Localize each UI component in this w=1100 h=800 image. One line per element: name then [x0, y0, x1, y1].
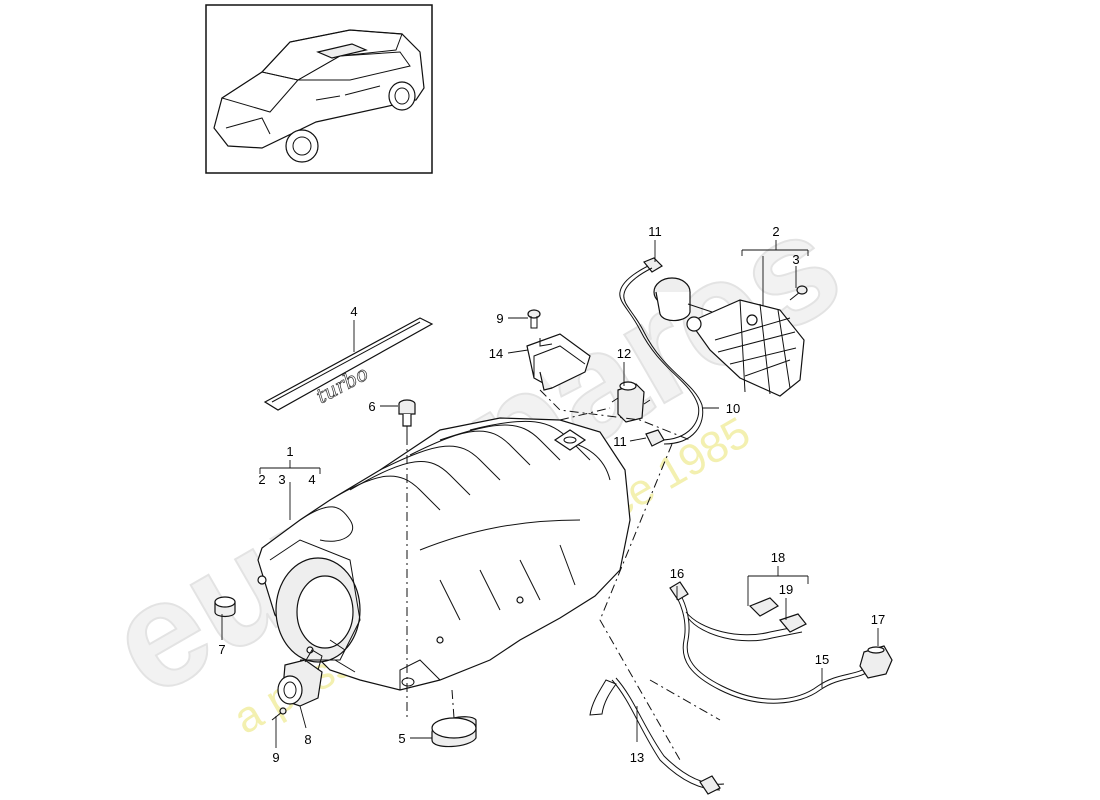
callout-2: 2 [772, 224, 779, 239]
sensor-bolt [398, 399, 416, 436]
callout-10: 10 [726, 401, 740, 416]
callout-4-trim: 4 [350, 304, 357, 319]
breather-hose [589, 677, 725, 795]
callout-16: 16 [670, 566, 684, 581]
callout-3: 3 [792, 252, 799, 267]
throttle-sensor [277, 649, 323, 707]
hose-assembly [669, 581, 871, 704]
callout-1: 1 [286, 444, 293, 459]
callout-19: 19 [779, 582, 793, 597]
callout-7: 7 [218, 642, 225, 657]
sensor-module [526, 333, 591, 391]
callout-18: 18 [771, 550, 785, 565]
callout-8: 8 [304, 732, 311, 747]
bracket-screw [789, 285, 808, 301]
callout-5: 5 [398, 731, 405, 746]
vehicle-thumbnail [205, 4, 433, 174]
callout-9-bottom: 9 [272, 750, 279, 765]
callout-11-mid: 11 [613, 434, 627, 449]
screw-bottom [271, 707, 287, 721]
gasket [431, 716, 477, 748]
pressure-valve [859, 645, 893, 679]
vacuum-actuator [653, 277, 805, 397]
dashed-connectors [406, 389, 721, 761]
callout-6: 6 [368, 399, 375, 414]
callout-1-sub-4: 4 [308, 472, 315, 487]
intake-manifold [257, 417, 631, 691]
callout-13: 13 [630, 750, 644, 765]
callout-14: 14 [489, 346, 503, 361]
hose-fitting-top [643, 257, 663, 273]
hose-fitting-mid [645, 429, 665, 447]
callout-9-top: 9 [496, 311, 503, 326]
callout-labels: 4 1 2 3 4 6 7 8 9 5 9 14 12 11 11 10 2 3… [218, 224, 885, 765]
callout-1-sub-2: 2 [258, 472, 265, 487]
leader-lines [221, 240, 879, 748]
solenoid-valve [611, 381, 651, 423]
cap-part [214, 596, 236, 618]
callout-11-top: 11 [648, 224, 662, 239]
callout-17: 17 [871, 612, 885, 627]
suv-thumbnail-icon [213, 29, 425, 163]
callout-1-sub-3: 3 [278, 472, 285, 487]
screw-top [527, 309, 541, 329]
callout-15: 15 [815, 652, 829, 667]
vacuum-hose [619, 265, 704, 445]
callout-12: 12 [617, 346, 631, 361]
